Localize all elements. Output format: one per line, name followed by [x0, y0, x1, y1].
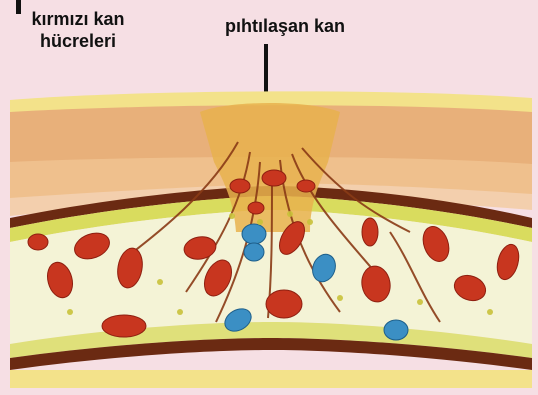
red-cell — [362, 218, 378, 246]
red-cell — [266, 290, 302, 318]
red-cell — [102, 315, 146, 337]
platelet — [417, 299, 423, 305]
label-red-blood-cells: kırmızı kan hücreleri — [10, 8, 146, 52]
white-cell — [244, 243, 264, 261]
label-clotting-blood: pıhtılaşan kan — [200, 15, 370, 37]
white-cell — [242, 224, 266, 244]
red-cell — [262, 170, 286, 186]
platelet — [229, 213, 235, 219]
red-cell — [248, 202, 264, 214]
blood-clot-illustration — [10, 82, 532, 388]
platelet — [257, 219, 263, 225]
platelet — [157, 279, 163, 285]
platelet — [307, 219, 313, 225]
platelet — [337, 295, 343, 301]
white-cell — [384, 320, 408, 340]
tissue-below — [10, 370, 532, 388]
platelet — [177, 309, 183, 315]
red-cell — [230, 179, 250, 193]
platelet — [487, 309, 493, 315]
red-cell — [297, 180, 315, 192]
red-cell — [28, 234, 48, 250]
platelet — [67, 309, 73, 315]
platelet — [287, 211, 293, 217]
